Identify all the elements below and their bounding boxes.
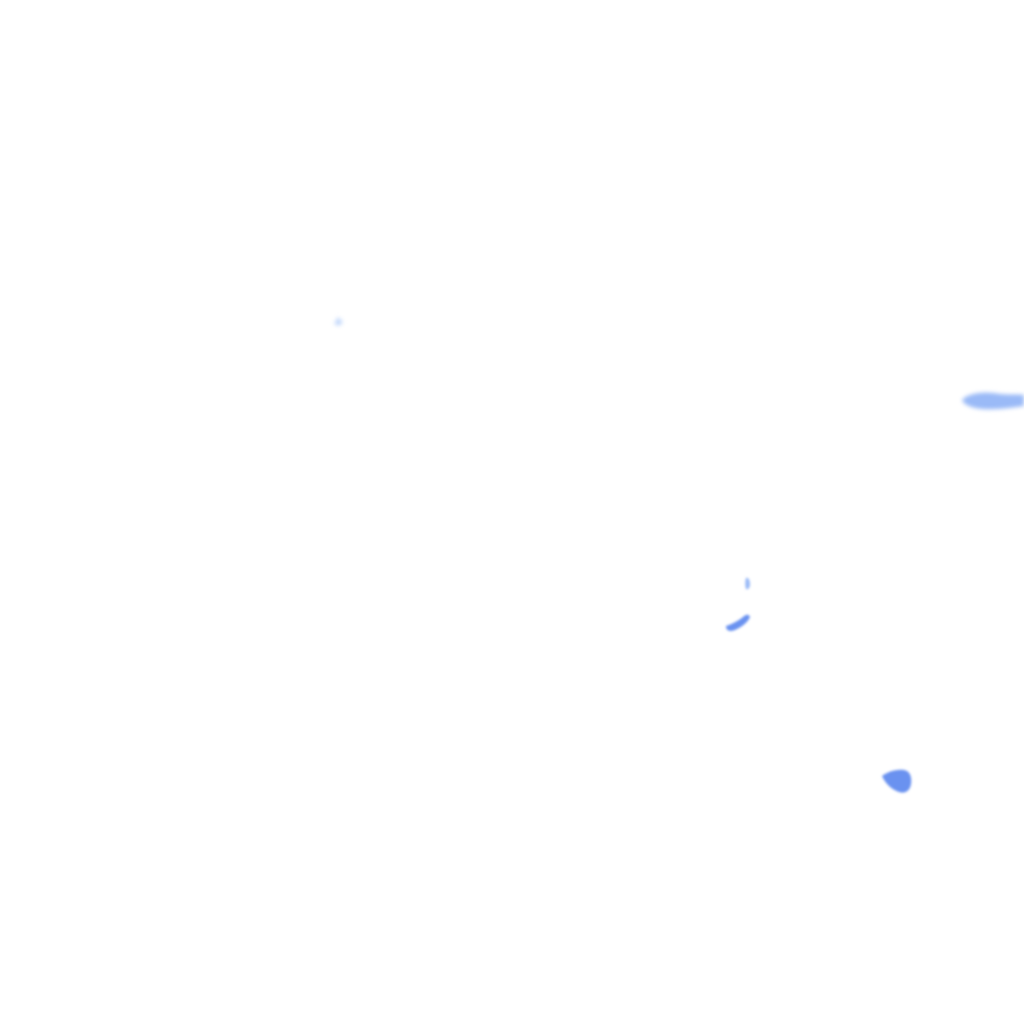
overlay-patch-speck xyxy=(334,317,343,326)
overlay-patch-lower-right xyxy=(882,769,912,793)
overlay-patch-small-mark xyxy=(745,577,750,590)
overlay-patch-curved-stroke xyxy=(726,614,750,631)
overlay-patch-right-edge xyxy=(962,392,1024,410)
